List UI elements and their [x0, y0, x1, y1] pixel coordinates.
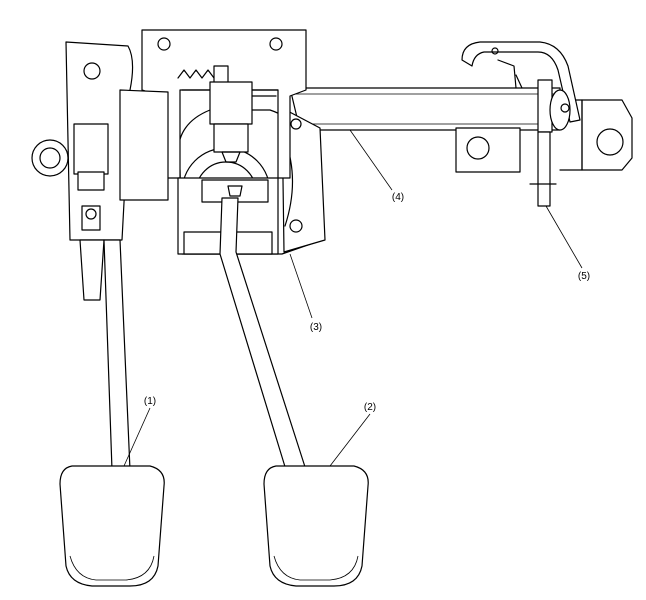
pedal-shaft: [289, 87, 561, 131]
callout-5: (5): [578, 271, 590, 282]
switch-rod: [529, 79, 571, 207]
callout-3: (3): [310, 322, 322, 333]
callout-1: (1): [144, 396, 156, 407]
pedal-pad-1: [59, 465, 165, 587]
pedal-pad-2: [263, 465, 369, 587]
pedal-arm-1: [103, 239, 131, 471]
left-mounting-bracket: [31, 41, 169, 301]
callout-2: (2): [364, 402, 376, 413]
callout-4: (4): [392, 192, 404, 203]
leader-lines: [123, 129, 583, 467]
